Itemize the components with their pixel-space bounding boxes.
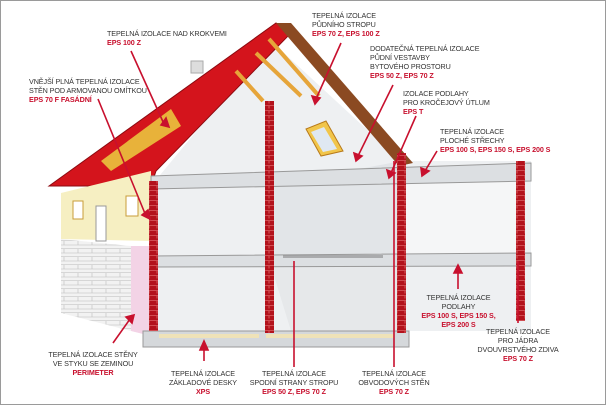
label-text: IZOLACE PODLAHY [403,89,469,98]
brick-column [149,181,158,331]
label-text: TEPELNÁ IZOLACE [312,11,377,20]
foundation-slab [142,330,410,348]
rafters [234,37,321,103]
label-text: TEPELNÁ IZOLACE [440,127,505,136]
label-text: TEPELNÁ IZOLACE [361,369,426,378]
perimeter-insulation [131,246,151,336]
label-product: EPS 50 Z, EPS 70 Z [370,71,434,80]
label-product: EPS 50 Z, EPS 70 Z [262,387,326,396]
label-text: TEPELNÁ IZOLACE [426,293,491,302]
label-product: EPS 100 S, EPS 150 S, EPS 200 S [440,145,551,154]
label-text: PODLAHY [441,302,476,311]
brick-column [516,161,525,321]
label-text: SPODNÍ STRANY STROPU [249,378,339,387]
label-text: BYTOVÉHO PROSTORU [370,62,451,71]
label-text: VNĚJŠÍ PLNÁ TEPELNÁ IZOLACE [29,77,140,86]
label-text: DVOUVRSTVÉHO ZDIVA [477,345,559,354]
brick-column [397,153,406,333]
label-product: EPS 70 F FASÁDNÍ [29,95,92,104]
label-text: TEPELNÁ IZOLACE [485,327,550,336]
label-product: EPS T [403,107,424,116]
label-text: TEPELNÁ IZOLACE NAD KROKVEMI [107,29,227,38]
label-text: PRO KROČEJOVÝ ÚTLUM [403,98,490,107]
label-product: EPS 100 Z [107,38,141,47]
label-product: EPS 70 Z, EPS 100 Z [312,29,380,38]
foundation-xps [159,334,259,338]
ceiling-insulation [283,255,383,258]
label-text: VE STYKU SE ZEMINOU [52,359,134,368]
window-left [72,200,84,220]
chimney [190,60,204,74]
label-text: PŮDNÍ VESTAVBY [370,53,430,62]
label-text: DODATEČNÁ TEPELNÁ IZOLACE [370,44,480,53]
rafter [276,23,413,166]
label-text: TEPELNÁ IZOLACE [170,369,235,378]
label-text: PLOCHÉ STŘECHY [440,136,505,145]
label-product: EPS 100 S, EPS 150 S, [421,311,496,320]
label-product: PERIMETER [72,368,114,377]
label-text: PŮDNÍHO STROPU [312,20,376,29]
label-product: XPS [195,387,211,396]
label-text: TEPELNÁ IZOLACE [261,369,326,378]
label-text: PRO JÁDRA [497,336,539,345]
door [95,205,107,242]
label-text: TEPELNÁ IZOLACE STĚNY [48,350,138,359]
brick-column [265,101,274,333]
label-text: OBVODOVÝCH STĚN [358,378,430,387]
label-product: EPS 70 Z [379,387,409,396]
label-product: EPS 70 Z [503,354,533,363]
label-product: EPS 200 S [441,320,476,329]
basement-wall [61,239,131,331]
arrows [97,42,519,367]
label-text: ZÁKLADOVÉ DESKY [168,378,237,387]
label-text: STĚN POD ARMOVANOU OMÍTKOU [29,86,147,95]
window-right [125,195,139,217]
